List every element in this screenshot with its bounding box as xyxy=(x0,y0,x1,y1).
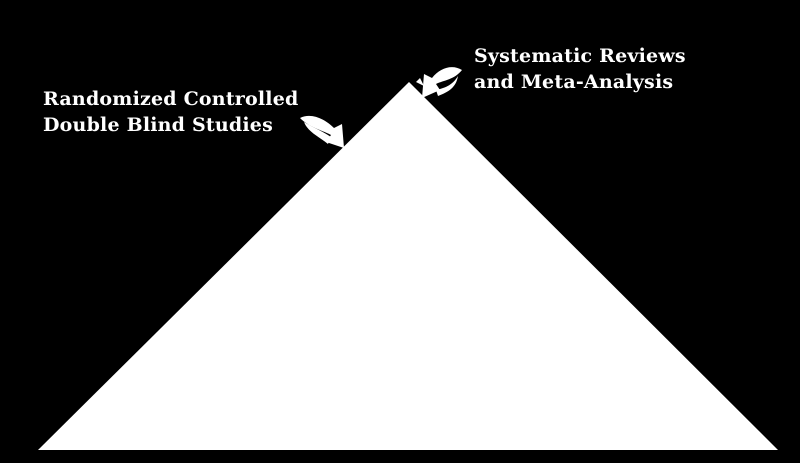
pointer-arrow-systematic xyxy=(416,67,462,98)
systematic-reviews-label: Systematic Reviews and Meta-Analysis xyxy=(474,43,686,95)
randomized-label-line1: Randomized Controlled xyxy=(43,88,299,110)
pointer-arrow-randomized xyxy=(300,115,344,148)
randomized-controlled-label: Randomized Controlled Double Blind Studi… xyxy=(43,86,299,138)
systematic-label-line1: Systematic Reviews xyxy=(474,45,686,67)
pyramid-triangle xyxy=(38,82,778,450)
systematic-label-line2: and Meta-Analysis xyxy=(474,71,674,93)
randomized-label-line2: Double Blind Studies xyxy=(43,114,273,136)
